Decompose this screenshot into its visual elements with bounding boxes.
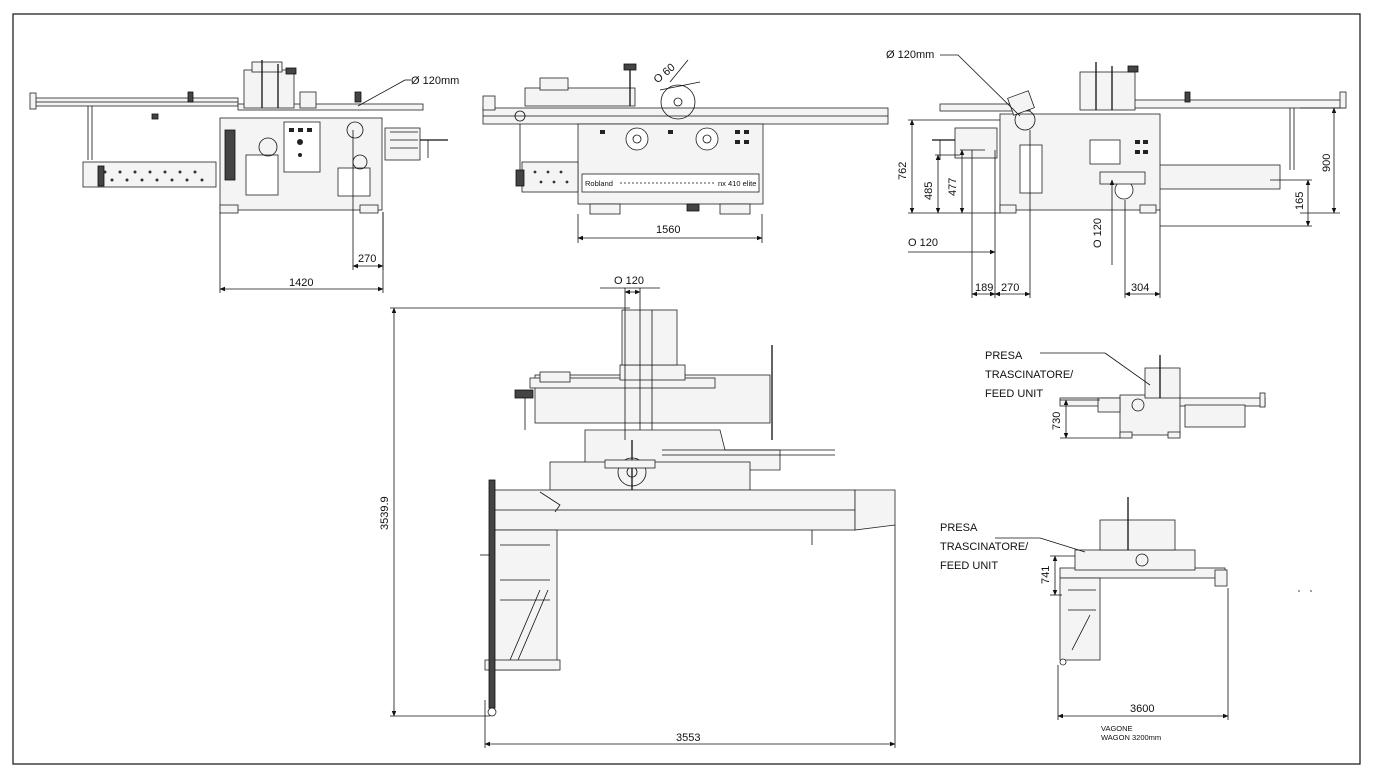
side-view-angle-label: O 60 (652, 61, 678, 86)
wagon-label-line1: VAGONE (1101, 724, 1133, 733)
front-view-width-dimension: 1420 (289, 277, 313, 289)
right-view-dimensions: Ø 120mm 762 485 477 O 120 189 270 304 O … (886, 49, 1340, 298)
wagon-label-line2: WAGON 3200mm (1101, 733, 1161, 742)
top-view (480, 309, 896, 717)
feed-unit-2-label-line1: PRESA (940, 522, 978, 534)
top-view-o120-label: O 120 (614, 275, 644, 287)
front-view-dimensions: Ø 120mm 1420 270 (219, 75, 459, 293)
feed-unit-2-label-line3: FEED UNIT (940, 560, 998, 572)
right-view-width-189: 189 (975, 282, 993, 294)
side-view-dimensions: O 60 1560 (577, 59, 763, 243)
right-view-height-165: 165 (1294, 192, 1306, 210)
right-view-width-270: 270 (1001, 282, 1019, 294)
side-view-model-text: nx 410 elite (718, 179, 756, 188)
feed-unit-2-label-line2: TRASCINATORE/ (940, 541, 1029, 553)
front-view (29, 60, 448, 214)
feed-unit-view-2-annotations: PRESA TRASCINATORE/ FEED UNIT 741 3600 V… (940, 522, 1312, 742)
right-view-diameter-label: Ø 120mm (886, 49, 934, 61)
feed-unit-2-width-dimension: 3600 (1130, 703, 1154, 715)
feed-unit-view-1-annotations: PRESA TRASCINATORE/ FEED UNIT 730 (985, 350, 1151, 439)
right-view-width-304: 304 (1131, 282, 1149, 294)
side-view: Robland nx 410 elite (482, 63, 889, 215)
top-view-dimensions: O 120 3539.9 3553 (379, 275, 896, 748)
drawing-frame (12, 13, 1361, 765)
side-view-width-dimension: 1560 (656, 224, 680, 236)
side-view-brand-text: Robland (585, 179, 613, 188)
feed-unit-view-2 (1059, 497, 1228, 666)
right-view (932, 62, 1347, 214)
right-view-height-485: 485 (923, 182, 935, 200)
right-view-height-477: 477 (947, 178, 959, 196)
feed-unit-1-height-dimension: 730 (1051, 412, 1063, 430)
front-view-diameter-label: Ø 120mm (411, 75, 459, 87)
feed-unit-1-label-line3: FEED UNIT (985, 388, 1043, 400)
top-view-width-dimension: 3553 (676, 732, 700, 744)
feed-unit-2-height-dimension: 741 (1040, 566, 1052, 584)
right-view-o120-vertical: O 120 (1092, 218, 1104, 248)
top-view-height-dimension: 3539.9 (379, 496, 391, 530)
right-view-height-762: 762 (897, 162, 909, 180)
right-view-o120-left: O 120 (908, 237, 938, 249)
feed-unit-1-label-line1: PRESA (985, 350, 1023, 362)
feed-unit-view-1 (1059, 355, 1266, 439)
right-view-height-900: 900 (1321, 154, 1333, 172)
front-view-offset-dimension: 270 (358, 253, 376, 265)
feed-unit-1-label-line2: TRASCINATORE/ (985, 369, 1074, 381)
